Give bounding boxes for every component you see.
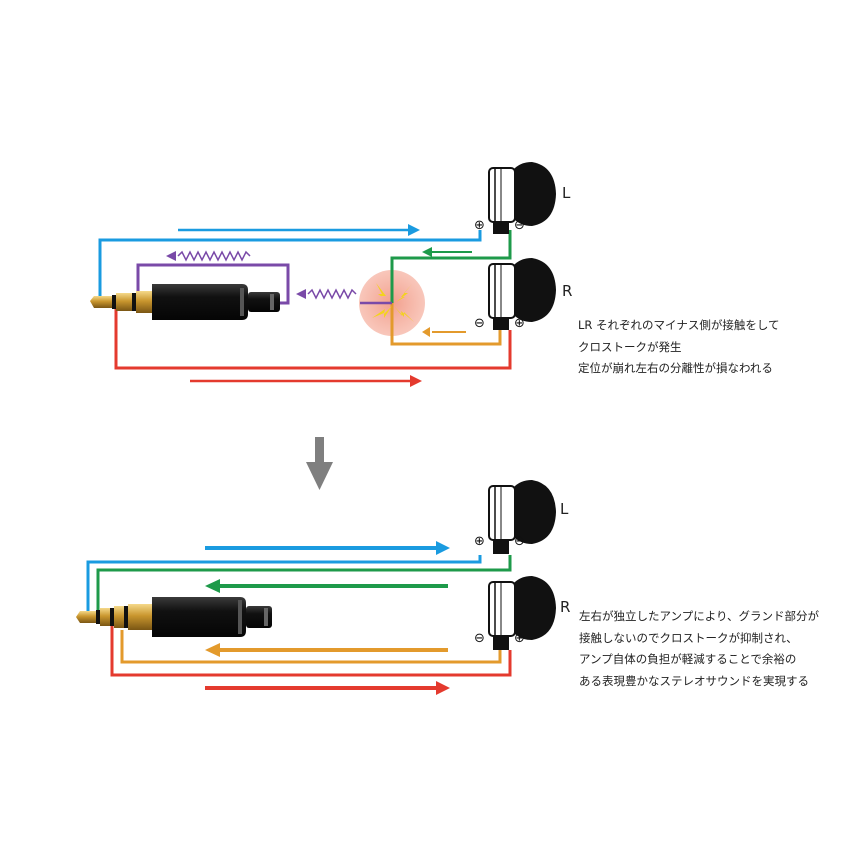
- right-signal-wire: [110, 624, 512, 677]
- left-signal-arrow: [178, 224, 420, 236]
- down-arrow-icon: [306, 437, 333, 490]
- left-ground-wire: [96, 555, 512, 612]
- crosstalk-spark-icon: [372, 283, 414, 322]
- left-signal-wire: [86, 555, 482, 612]
- left-ground-wire: [390, 230, 512, 303]
- left-signal-arrow: [205, 541, 450, 555]
- right-ground-arrow: [205, 643, 448, 657]
- left-signal-wire: [98, 230, 482, 298]
- description-line: LR それぞれのマイナス側が接触をして: [578, 318, 780, 332]
- plus-terminal-right: ⊕: [514, 316, 525, 331]
- right-ground-wire: [120, 630, 502, 664]
- left-ground-arrow: [205, 579, 448, 593]
- label-right: R: [562, 282, 572, 300]
- bottom-description: 左右が独立したアンプにより、グランド部分が 接触しないのでクロストークが抑制され…: [579, 606, 819, 692]
- right-ground-wire: [390, 303, 502, 346]
- description-line: 接触しないのでクロストークが抑制され、: [579, 630, 798, 645]
- minus-terminal-left: ⊖: [514, 218, 525, 233]
- right-signal-wire: [114, 305, 512, 370]
- label-left: L: [562, 184, 571, 202]
- plus-terminal-left: ⊕: [474, 218, 485, 233]
- minus-terminal-left: ⊖: [514, 534, 525, 549]
- description-line: 左右が独立したアンプにより、グランド部分が: [579, 609, 820, 623]
- label-right: R: [560, 598, 570, 616]
- bottom-diagram: L R ⊕ ⊖ ⊖ ⊕: [76, 480, 570, 695]
- minus-terminal-right: ⊖: [474, 631, 485, 646]
- plus-terminal-right: ⊕: [514, 631, 525, 646]
- plug-3pole: [90, 284, 280, 320]
- right-signal-arrow: [190, 375, 422, 387]
- minus-terminal-right: ⊖: [474, 316, 485, 331]
- earphone-right: [488, 258, 556, 330]
- description-line: 定位が崩れ左右の分離性が損なわれる: [578, 361, 773, 375]
- plus-terminal-left: ⊕: [474, 534, 485, 549]
- earphone-left: [488, 162, 556, 234]
- top-description: LR それぞれのマイナス側が接触をして クロストークが発生 定位が崩れ左右の分離…: [578, 315, 779, 380]
- right-signal-arrow: [205, 681, 450, 695]
- right-ground-arrow: [422, 327, 466, 337]
- crosstalk-wave-arrow-upper: [166, 250, 251, 262]
- earphone-right: [488, 576, 556, 650]
- crosstalk-wave-arrow-lower: [296, 288, 357, 300]
- description-line: クロストークが発生: [578, 339, 682, 354]
- description-line: アンプ自体の負担が軽減することで余裕の: [579, 652, 797, 666]
- top-diagram: L R ⊕ ⊖ ⊖ ⊕: [90, 162, 572, 387]
- label-left: L: [560, 500, 569, 518]
- plug-4pole: [76, 597, 272, 637]
- description-line: ある表現豊かなステレオサウンドを実現する: [579, 673, 809, 688]
- left-ground-arrow: [422, 247, 472, 257]
- earphone-left: [488, 480, 556, 554]
